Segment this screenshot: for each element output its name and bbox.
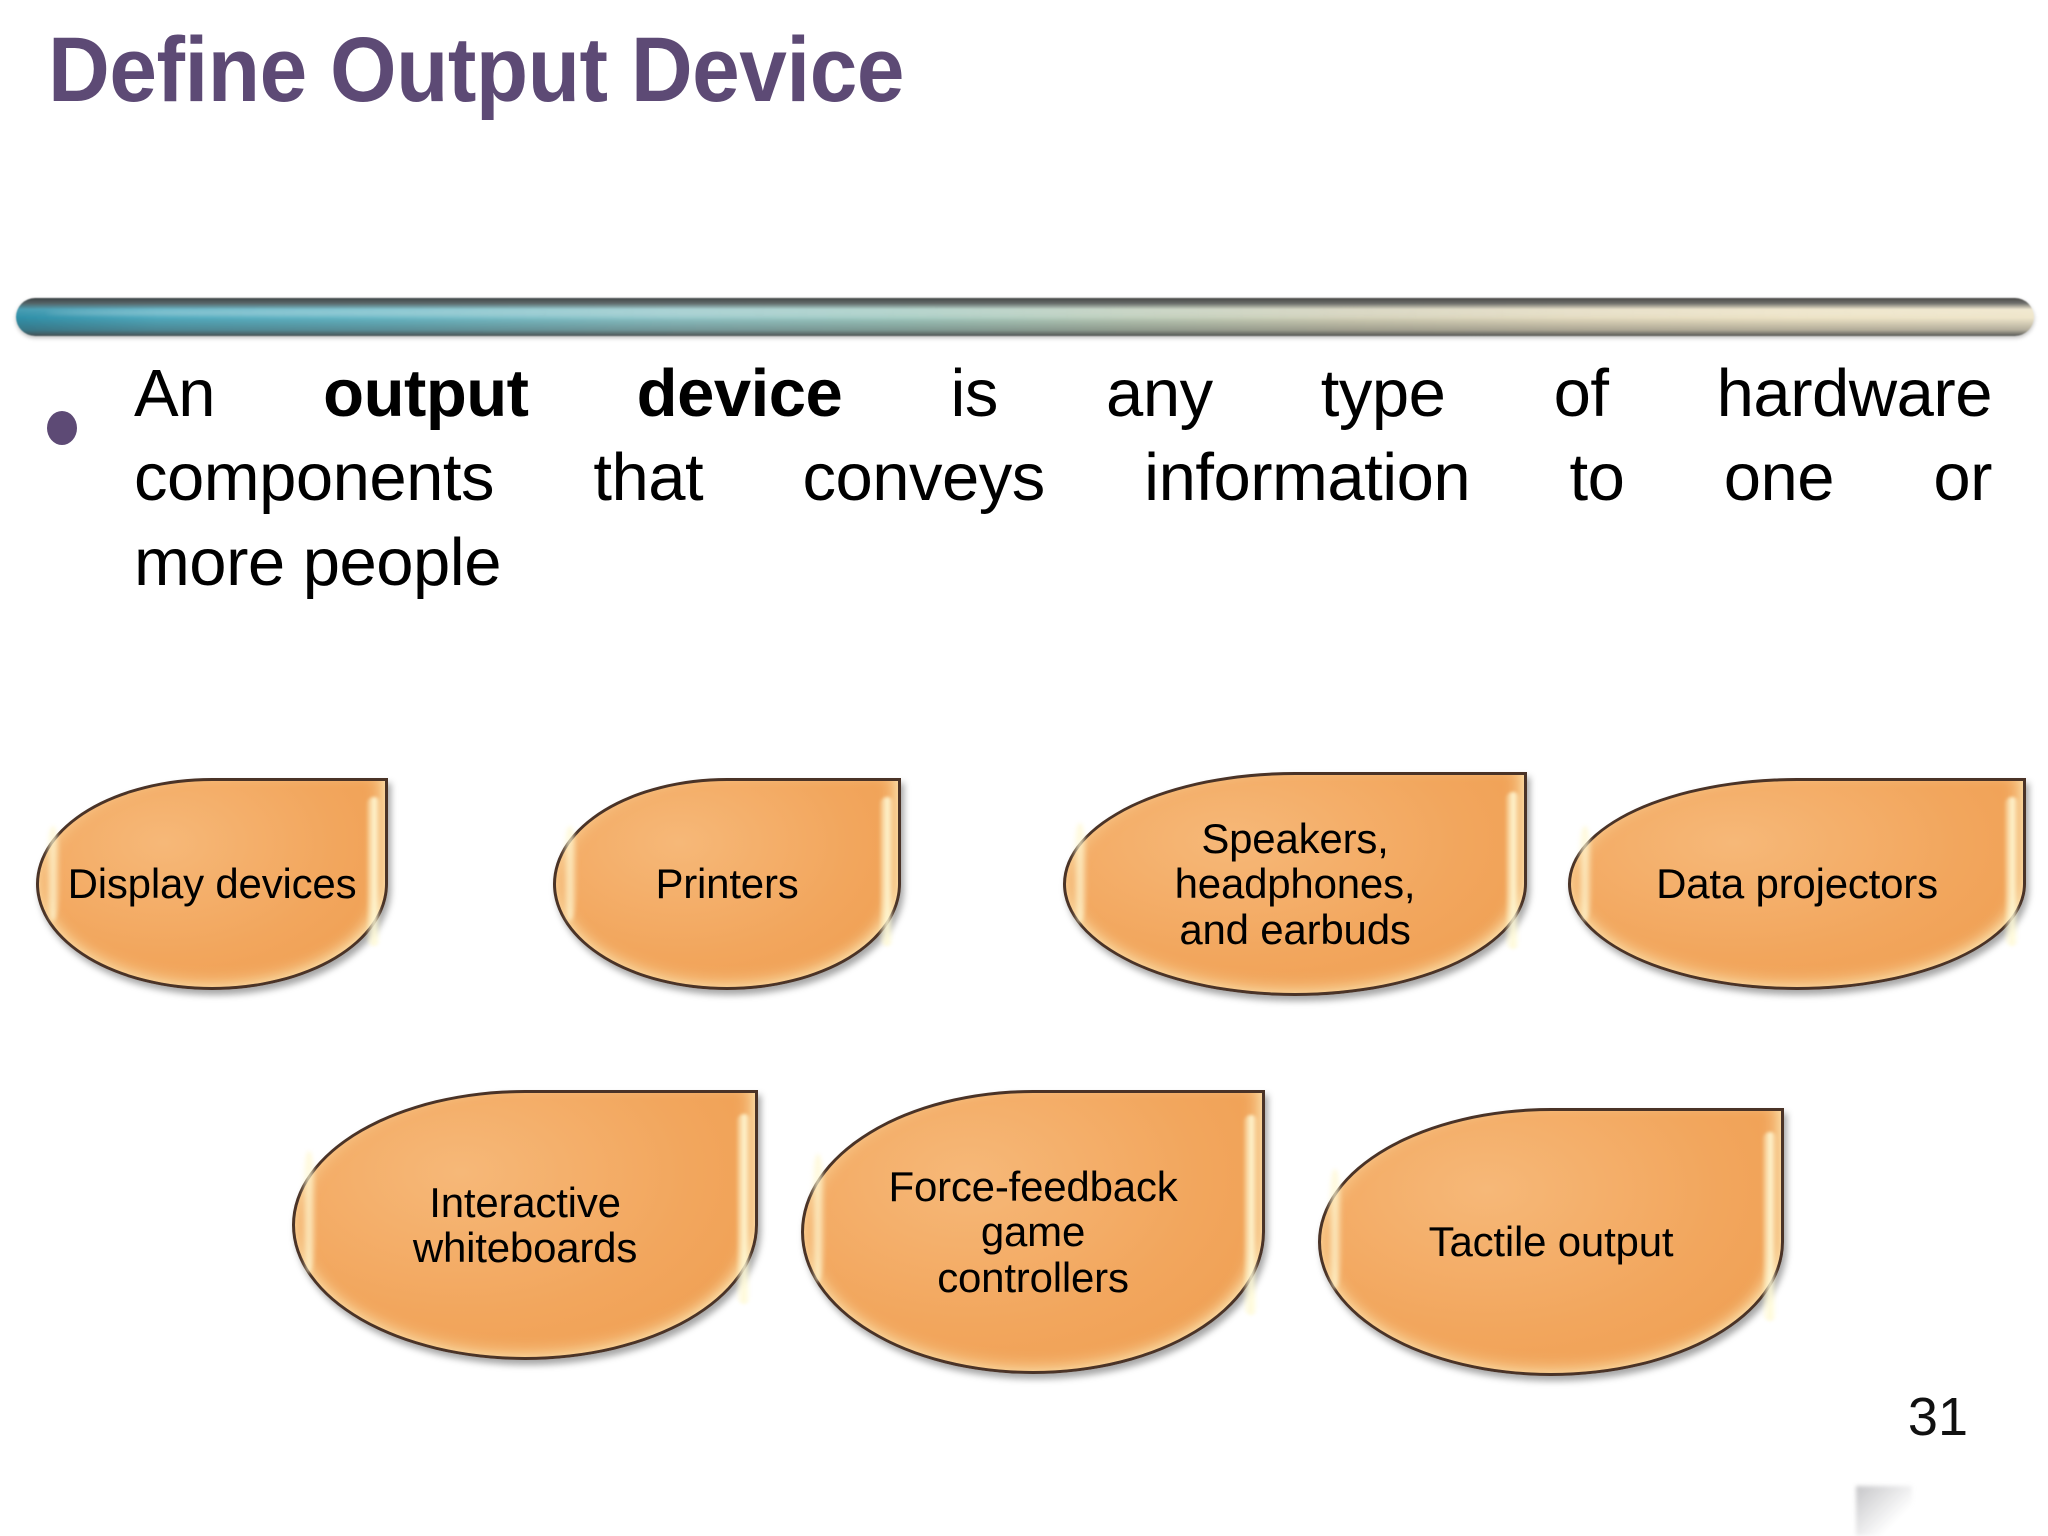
output-device-shape-display-devices[interactable]: Display devices bbox=[36, 778, 388, 990]
shape-label: Force-feedback game controllers bbox=[888, 1162, 1178, 1301]
shape-label: Tactile output bbox=[1428, 1218, 1674, 1266]
body-line-3: more people bbox=[134, 524, 501, 600]
bullet-point-icon bbox=[47, 411, 77, 445]
shape-label: Interactive whiteboards bbox=[412, 1178, 638, 1271]
shape-label: Printers bbox=[655, 860, 799, 908]
body-line-2: components that conveys information to o… bbox=[134, 440, 1993, 516]
output-device-shape-interactive-whiteboards[interactable]: Interactive whiteboards bbox=[292, 1090, 758, 1360]
output-device-shape-speakers-headphones-earbuds[interactable]: Speakers, headphones, and earbuds bbox=[1063, 772, 1527, 996]
body-paragraph: An output device is any type of hardware… bbox=[134, 352, 1993, 605]
divider-bar bbox=[16, 288, 2034, 346]
body-line-1: An output device is any type of hardware bbox=[134, 352, 1992, 436]
page-title: Define Output Device bbox=[48, 19, 904, 121]
output-device-shape-tactile-output[interactable]: Tactile output bbox=[1318, 1108, 1784, 1376]
corner-decoration bbox=[1856, 1486, 1912, 1536]
output-device-shape-force-feedback-game-controllers[interactable]: Force-feedback game controllers bbox=[801, 1090, 1265, 1374]
shape-label: Data projectors bbox=[1656, 860, 1938, 908]
page-number: 31 bbox=[1907, 1387, 1968, 1447]
body-line-1-suffix: is any type of hardware bbox=[842, 356, 1992, 431]
shape-label: Display devices bbox=[67, 860, 357, 908]
body-line-1-prefix: An bbox=[134, 356, 324, 431]
divider-bar-gradient bbox=[16, 298, 2034, 336]
output-device-shape-printers[interactable]: Printers bbox=[553, 778, 901, 990]
shape-label: Speakers, headphones, and earbuds bbox=[1174, 814, 1416, 953]
body-line-1-bold: output device bbox=[323, 356, 843, 431]
output-device-shape-data-projectors[interactable]: Data projectors bbox=[1568, 778, 2026, 990]
